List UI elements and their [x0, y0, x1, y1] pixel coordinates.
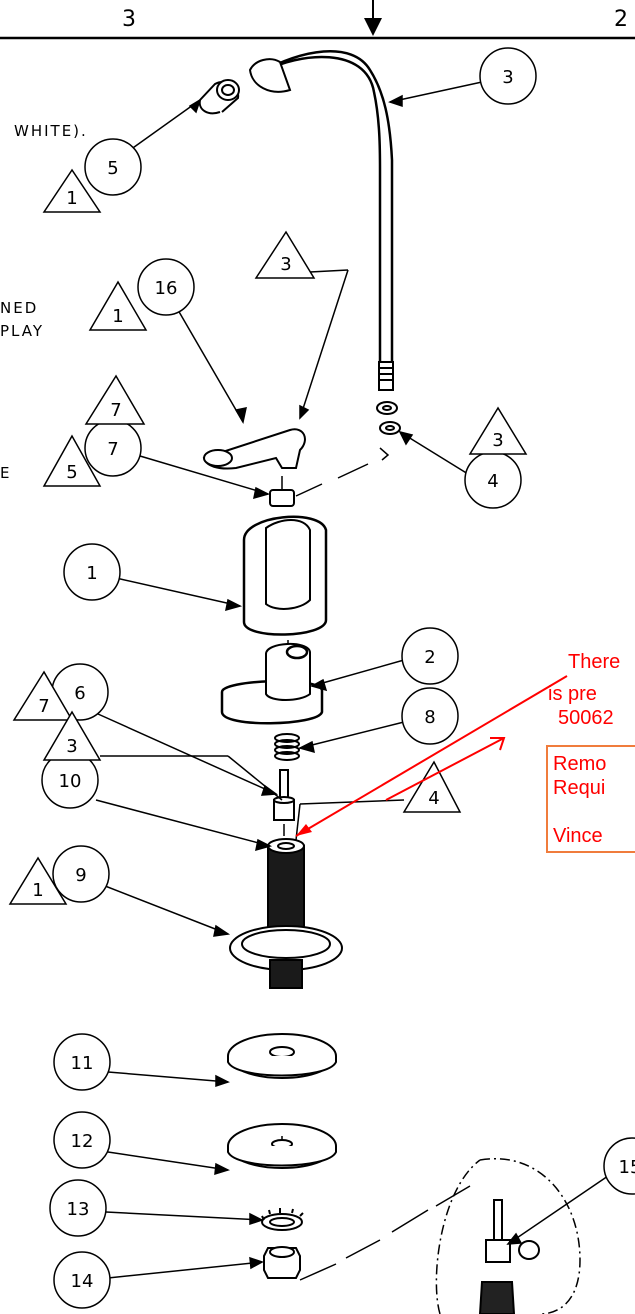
balloon-label-15: 15 [619, 1157, 635, 1178]
balloon-label-4: 4 [487, 471, 498, 492]
centerline-bottom [299, 1185, 471, 1281]
red-note-line-3: 50062 [558, 707, 614, 729]
flag-label-mid: 3 [66, 736, 77, 757]
balloon-label-1: 1 [86, 563, 97, 584]
balloons [41, 47, 635, 1309]
zone-label-right: 2 [614, 7, 628, 32]
red-annotation: There is pre 50062 Remo Requi Vince [295, 651, 635, 853]
red-note-line-2: is pre [548, 683, 597, 705]
part-nut [263, 1246, 301, 1279]
part-spout-tube [248, 50, 394, 391]
flag-label-16: 1 [112, 306, 123, 327]
balloon-label-13: 13 [67, 1199, 90, 1220]
drawing-border: 3 2 [0, 0, 635, 40]
balloon-1 [63, 543, 121, 601]
flag-label-6: 7 [38, 696, 49, 717]
flag-label-4: 4 [428, 788, 439, 809]
balloon-label-11: 11 [71, 1053, 94, 1074]
balloon-2 [401, 627, 459, 685]
part-spring [274, 733, 300, 761]
balloon-3-spout [479, 47, 537, 105]
left-edge-notes: WHITE). NED PLAY E [0, 122, 88, 482]
part-body [242, 515, 328, 648]
balloon-14 [53, 1251, 111, 1309]
red-box-line-2: Requi [553, 777, 605, 799]
red-box-line-1: Remo [553, 753, 606, 775]
balloon-label-5: 5 [107, 158, 118, 179]
part-shank [229, 838, 343, 989]
part-o-rings [376, 401, 401, 435]
balloon-label-8: 8 [424, 707, 435, 728]
flag-label-7: 7 [110, 400, 121, 421]
balloon-11 [53, 1033, 111, 1091]
balloon-label-12: 12 [71, 1131, 94, 1152]
flag-label-white: 1 [66, 188, 77, 209]
revision-flag-labels: 1 1 3 7 5 3 7 3 4 1 [32, 188, 503, 901]
balloon-label-10: 10 [59, 771, 82, 792]
balloon-13 [49, 1179, 107, 1237]
revision-flags [8, 168, 528, 905]
part-valve [273, 769, 295, 836]
centerline-spout [295, 447, 390, 497]
part-washer-12 [227, 1123, 337, 1169]
balloon-5 [84, 138, 142, 196]
edge-text-e: E [0, 464, 11, 482]
balloon-label-6: 6 [74, 683, 85, 704]
balloon-16 [137, 258, 195, 316]
part-stem [220, 642, 324, 725]
balloon-8 [401, 687, 459, 745]
part-lever-handle [202, 428, 306, 470]
red-note-box [546, 745, 635, 853]
balloon-label-3: 3 [502, 67, 513, 88]
balloon-9 [52, 845, 110, 903]
red-box-line-4: Vince [553, 825, 603, 847]
balloon-label-7: 7 [107, 439, 118, 460]
red-note-line-1: There [568, 651, 620, 673]
flag-label-lever: 3 [280, 254, 291, 275]
flag-label-orings: 3 [492, 430, 503, 451]
part-lock-washer [261, 1208, 304, 1231]
detail-view-fitting [435, 1158, 581, 1314]
part-cap [198, 79, 240, 115]
edge-text-play: PLAY [0, 322, 44, 340]
red-arrow-icon [296, 824, 312, 836]
balloon-12 [53, 1111, 111, 1169]
flag-label-9: 1 [32, 880, 43, 901]
balloon-label-16: 16 [155, 278, 178, 299]
flag-label-5: 5 [66, 462, 77, 483]
edge-text-ned: NED [0, 299, 38, 317]
balloon-label-14: 14 [71, 1271, 94, 1292]
balloon-label-2: 2 [424, 647, 435, 668]
center-arrow-icon [364, 18, 382, 36]
balloon-label-9: 9 [75, 865, 86, 886]
zone-label-left: 3 [122, 7, 136, 32]
part-washer-11 [227, 1033, 337, 1079]
balloon-15 [603, 1137, 635, 1195]
part-pin [269, 476, 295, 507]
edge-text-white: WHITE). [14, 122, 88, 140]
balloon-labels: 3 5 16 7 4 1 2 6 8 10 9 11 12 13 14 15 [59, 67, 635, 1292]
